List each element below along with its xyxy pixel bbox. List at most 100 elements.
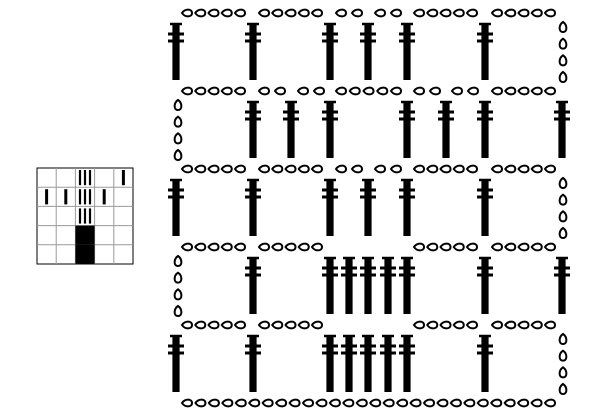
chain-stitch [490,398,503,408]
chain-stitch [334,164,348,174]
chain-stitch [271,8,284,18]
chain-stitch [257,8,271,18]
chain-stitch [180,320,194,330]
chain-stitch [452,164,465,174]
chain-stitch [412,242,426,252]
chain-stitch [194,164,207,174]
chain-stitch [248,398,261,408]
chain-stitch [350,8,364,18]
turning-chain-stitch [173,254,183,268]
chain-stitch [284,242,297,252]
chain-stitch [310,242,324,252]
chain-stitch [180,398,194,408]
treble-stitch [477,100,493,158]
treble-stitch [168,178,184,236]
chain-stitch [382,398,395,408]
treble-stitch [477,178,493,236]
chain-stitch [310,8,324,18]
chain-stitch [426,242,439,252]
chain-stitch [412,164,426,174]
chain-stitch [504,164,517,174]
turning-chain-stitch [173,148,183,162]
chain-stitch [389,86,403,96]
legend-filled-cell [75,225,95,245]
chain-stitch [342,398,355,408]
chain-stitch [490,8,504,18]
chain-stitch [257,242,271,252]
treble-stitch [322,100,338,158]
turning-chain-stitch [173,271,183,284]
chain-stitch [439,320,452,330]
chain-stitch [465,164,479,174]
chain-stitch [426,320,439,330]
treble-stitch [168,334,184,392]
chain-stitch [439,8,452,18]
chain-stitch [271,242,284,252]
chain-stitch [530,398,543,408]
chain-stitch [389,8,403,18]
chain-stitch [452,242,465,252]
chain-stitch [220,86,233,96]
chain-stitch [426,8,439,18]
chain-stitch [296,86,310,96]
treble-stitch [168,22,184,80]
turning-chain-stitch [558,366,568,379]
chain-stitch [530,8,543,18]
treble-stitch [554,100,570,158]
turning-chain-stitch [173,288,183,301]
chain-stitch [452,8,465,18]
treble-stitch [245,256,261,314]
chain-stitch [428,86,442,96]
chain-stitch [373,164,387,174]
treble-stitch [399,334,415,392]
treble-stitch [380,334,396,392]
turning-chain-stitch [173,304,183,318]
treble-stitch [245,22,261,80]
treble-stitch [322,334,338,392]
chain-stitch [207,398,220,408]
treble-stitch [477,256,493,314]
chain-stitch [180,242,194,252]
chain-stitch [412,86,426,96]
treble-stitch [399,256,415,314]
chain-stitch [543,320,557,330]
chain-stitch [476,398,489,408]
turning-chain-stitch [558,20,568,34]
turning-chain-stitch [558,382,568,396]
treble-stitch [245,100,261,158]
chain-stitch [517,164,530,174]
turning-chain-stitch [558,226,568,240]
chain-stitch [530,242,543,252]
chain-stitch [463,398,476,408]
chain-stitch [490,86,504,96]
chain-stitch [194,8,207,18]
treble-stitch [360,22,376,80]
chain-stitch [180,8,194,18]
chain-stitch [543,398,557,408]
chain-stitch [422,398,436,408]
treble-stitch [438,100,454,158]
chain-stitch [350,164,364,174]
chain-stitch [221,398,234,408]
chain-stitch [328,398,341,408]
chain-stitch [207,86,220,96]
chain-stitch [348,86,361,96]
chain-stitch [376,86,389,96]
treble-stitch [360,334,376,392]
treble-stitch [477,334,493,392]
chain-stitch [207,320,220,330]
turning-chain-stitch [173,98,183,112]
turning-chain-stitch [558,54,568,67]
chain-stitch [412,8,426,18]
chain-stitch [465,8,479,18]
chain-stitch [220,8,233,18]
chain-stitch [516,398,530,408]
chain-stitch [310,164,324,174]
chain-stitch [297,320,310,330]
chain-stitch [450,86,464,96]
chain-stitch [436,398,449,408]
treble-stitch [399,100,415,158]
treble-stitch [380,256,396,314]
chain-stitch [233,164,247,174]
chain-stitch [466,86,480,96]
